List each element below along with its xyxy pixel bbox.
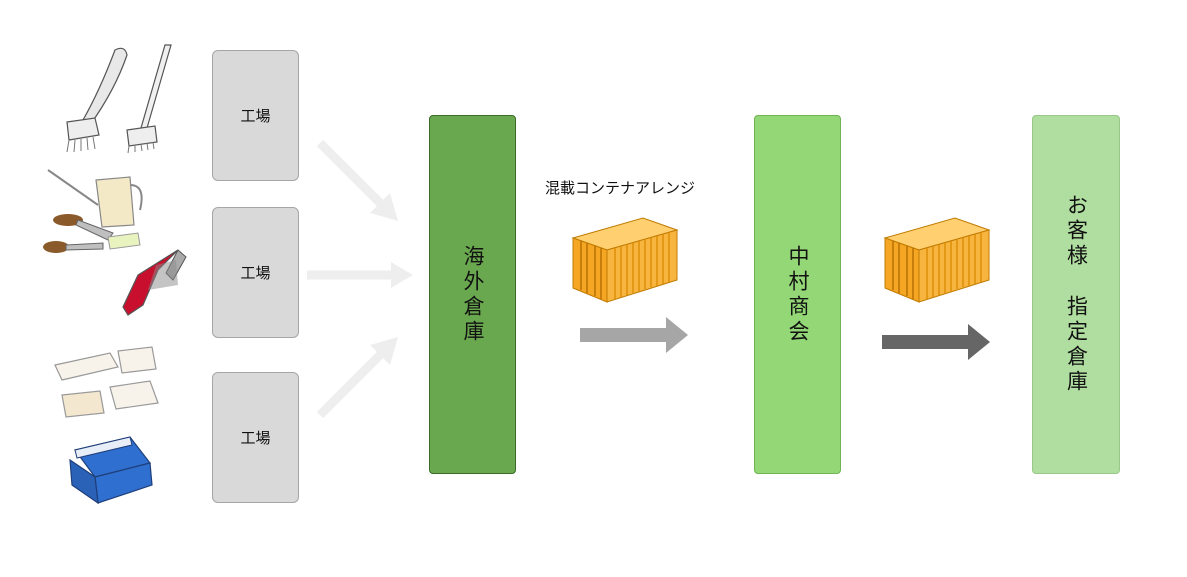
factory-box-2: 工場 [212,207,299,338]
overseas-warehouse-box: 海外倉庫 [429,115,516,474]
brush-illustration [66,44,172,154]
factory-box-3: 工場 [212,372,299,503]
nakamura-shokai-box: 中村商会 [754,115,841,474]
factory-label: 工場 [240,429,271,447]
arrow-warehouse-to-nakamura [580,317,688,353]
factory-label: 工場 [240,107,271,125]
overseas-warehouse-label: 海外倉庫 [461,244,485,345]
shipping-container-icon [883,217,991,303]
factory-label: 工場 [240,264,271,282]
food-containers-illustration [54,346,159,505]
shipping-container-icon [571,217,679,303]
customer-label-line2: 指定倉庫 [1064,295,1089,395]
arrow-factory-1-to-warehouse [316,139,398,221]
customer-label-line1: お客様 [1064,194,1089,269]
nakamura-shokai-label: 中村商会 [786,244,810,345]
arrow-factory-2-to-warehouse [307,262,413,288]
garden-tools-illustration [43,169,187,316]
customer-warehouse-box: お客様 指定倉庫 [1032,115,1120,474]
factory-box-1: 工場 [212,50,299,181]
arrow-factory-3-to-warehouse [316,337,398,419]
arrow-nakamura-to-customer [882,324,990,360]
consolidation-label: 混載コンテナアレンジ [545,179,696,197]
